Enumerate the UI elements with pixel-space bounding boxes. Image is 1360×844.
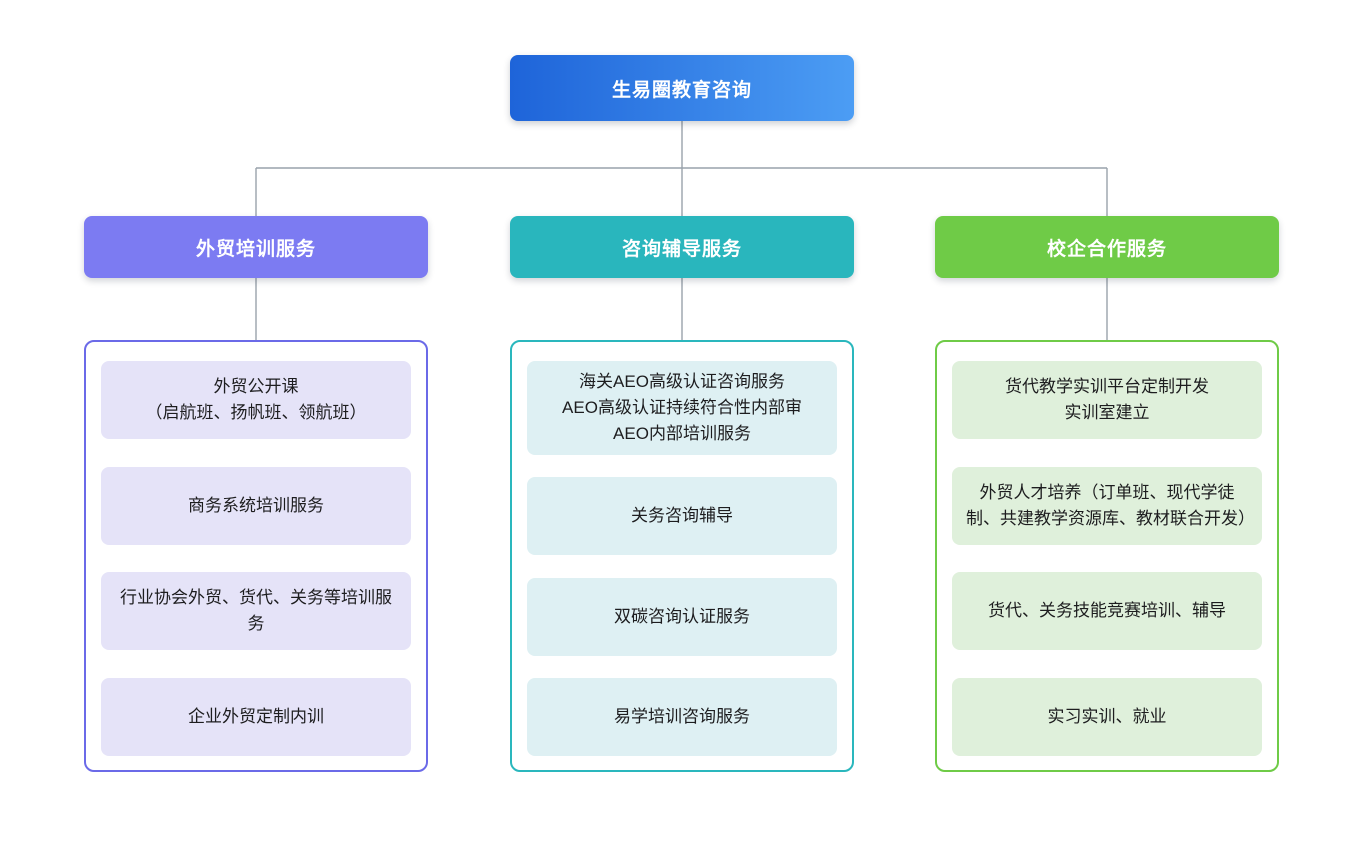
branch-item: 易学培训咨询服务 <box>527 677 837 756</box>
branch-panel-trade-training: 外贸公开课 （启航班、扬帆班、领航班） 商务系统培训服务 行业协会外贸、货代、关… <box>84 340 428 772</box>
branch-consulting-coaching: 咨询辅导服务 海关AEO高级认证咨询服务 AEO高级认证持续符合性内部审 AEO… <box>510 216 854 772</box>
branch-item: 外贸人才培养（订单班、现代学徒制、共建教学资源库、教材联合开发） <box>952 466 1262 545</box>
branch-header-label: 校企合作服务 <box>1046 238 1167 260</box>
branch-item: 关务咨询辅导 <box>527 477 837 556</box>
branch-panel-school-enterprise: 货代教学实训平台定制开发 实训室建立 外贸人才培养（订单班、现代学徒制、共建教学… <box>935 340 1279 772</box>
branch-item: 双碳咨询认证服务 <box>527 577 837 656</box>
branch-item: 企业外贸定制内训 <box>101 677 411 756</box>
root-node-title: 生易圈教育咨询 <box>611 79 752 101</box>
branch-trade-training: 外贸培训服务 外贸公开课 （启航班、扬帆班、领航班） 商务系统培训服务 行业协会… <box>84 216 428 772</box>
branch-item: 外贸公开课 （启航班、扬帆班、领航班） <box>101 361 411 439</box>
branch-item: 实习实训、就业 <box>952 677 1262 756</box>
branch-item: 货代教学实训平台定制开发 实训室建立 <box>952 361 1262 439</box>
branch-header-trade-training: 外贸培训服务 <box>84 216 428 278</box>
branch-item: 海关AEO高级认证咨询服务 AEO高级认证持续符合性内部审 AEO内部培训服务 <box>527 361 837 455</box>
branch-header-label: 咨询辅导服务 <box>621 238 742 260</box>
root-node: 生易圈教育咨询 <box>510 55 854 121</box>
branch-panel-consulting-coaching: 海关AEO高级认证咨询服务 AEO高级认证持续符合性内部审 AEO内部培训服务 … <box>510 340 854 772</box>
branch-header-label: 外贸培训服务 <box>195 238 316 260</box>
branch-item: 货代、关务技能竞赛培训、辅导 <box>952 572 1262 651</box>
branch-school-enterprise: 校企合作服务 货代教学实训平台定制开发 实训室建立 外贸人才培养（订单班、现代学… <box>935 216 1279 772</box>
branch-header-consulting-coaching: 咨询辅导服务 <box>510 216 854 278</box>
branch-item: 商务系统培训服务 <box>101 466 411 545</box>
branch-item: 行业协会外贸、货代、关务等培训服务 <box>101 572 411 651</box>
branch-header-school-enterprise: 校企合作服务 <box>935 216 1279 278</box>
